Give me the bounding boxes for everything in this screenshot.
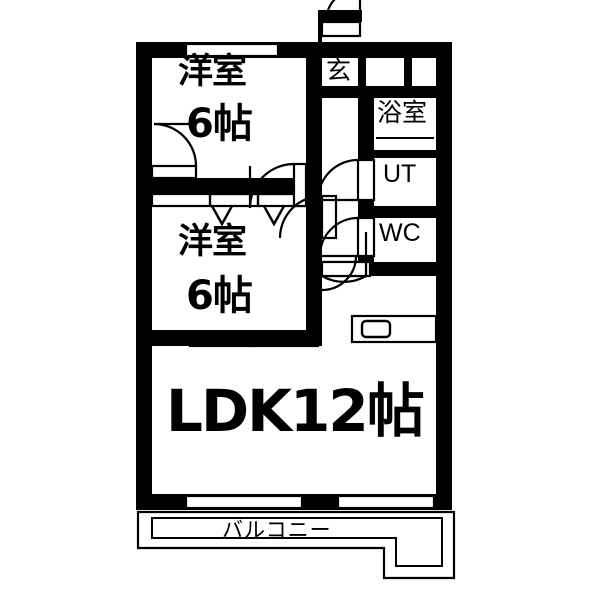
- kitchen-sink: [360, 319, 392, 339]
- ut-door-leaf: [356, 158, 376, 202]
- balcony-boundary-outer: [136, 510, 456, 580]
- hall-door-leaf: [320, 260, 368, 278]
- toilet-floor: [374, 218, 436, 262]
- bedroom-bottom-name-label: 洋室: [178, 222, 247, 262]
- shoe-cabinet-right: [412, 58, 436, 86]
- window-ldk-south-right: [336, 494, 436, 510]
- entrance-floor: [322, 58, 358, 86]
- bedroom-top-floor: [152, 58, 306, 178]
- hall-door-swing: [321, 255, 358, 292]
- closet-left-panel: [150, 192, 212, 208]
- utility-floor: [374, 158, 436, 206]
- bath-floor: [374, 98, 436, 150]
- room-interiors: [152, 22, 436, 494]
- ldk-label: LDK12帖: [166, 377, 425, 445]
- bath-label: 浴室: [377, 98, 428, 127]
- corridor-door-upper-swing: [278, 194, 323, 239]
- entrance-door-swing-arc: [324, 0, 336, 23]
- closet-top-left-door-leaf: [150, 164, 198, 180]
- closet-fold-mark-right: [262, 205, 286, 227]
- windows: [136, 42, 436, 510]
- bedroom-top-name-label: 洋室: [178, 52, 247, 92]
- utility-label: UT: [383, 160, 417, 188]
- balcony-outline: [136, 510, 456, 580]
- entrance-label: 玄: [326, 56, 352, 85]
- window-ldk-south-left: [184, 494, 304, 510]
- bedroom-bottom-size-label: 6帖: [186, 273, 253, 319]
- shoe-cabinet-left: [366, 58, 404, 86]
- toilet-label: WC: [379, 219, 421, 247]
- window-bedroom-top-north: [184, 42, 280, 58]
- kitchen-floor: [374, 276, 436, 346]
- ut-door-swing: [316, 158, 359, 201]
- balcony-boundary-inner: [151, 517, 443, 567]
- bedroom-bottom-floor: [152, 194, 306, 330]
- balcony-label: バルコニー: [222, 518, 332, 542]
- sliding-door-right-leaf: [252, 330, 320, 348]
- ldk-floor: [152, 346, 436, 494]
- doors: [150, 0, 376, 292]
- corridor-lower-floor: [322, 276, 374, 346]
- corridor-floor: [322, 98, 358, 276]
- entrance-door-leaf: [320, 20, 362, 38]
- wc-door-swing: [318, 216, 359, 257]
- closet-fold-mark-left: [210, 205, 234, 227]
- bedroom-top-size-label: 6帖: [186, 101, 253, 147]
- kitchen-counter: [350, 314, 438, 344]
- bedroom-top-door-leaf: [292, 162, 308, 208]
